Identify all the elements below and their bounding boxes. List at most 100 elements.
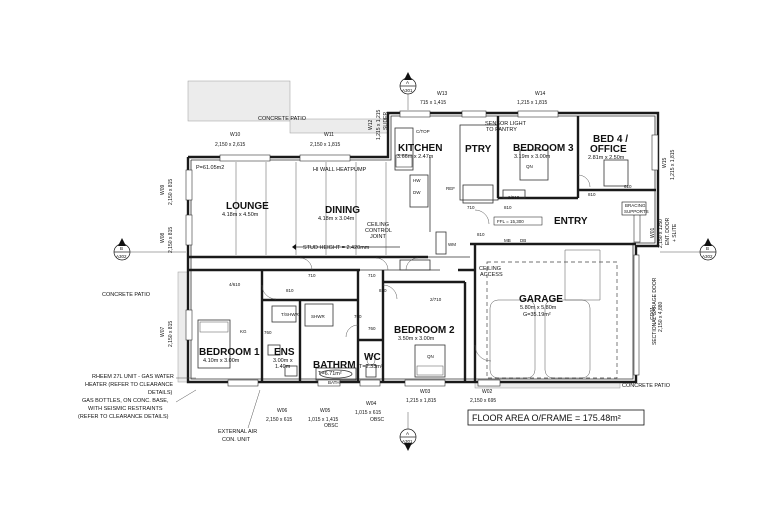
bed-tag-qn1: QN bbox=[526, 164, 533, 169]
window-w01-note-2: + SLITE bbox=[672, 223, 678, 242]
door-tag-4610: 4/610 bbox=[229, 282, 241, 287]
sensor-note-2: TO PANTRY bbox=[486, 127, 517, 133]
window-w11-size: 2,150 x 1,815 bbox=[310, 142, 341, 148]
window-w07-size: 2,150 x 815 bbox=[168, 321, 174, 347]
room-garage-area: G=35.19m² bbox=[523, 312, 551, 318]
garage-door-note: SECTIONAL GARAGE DOOR bbox=[652, 277, 658, 345]
heatpump-note: HI WALL HEATPUMP bbox=[313, 167, 367, 173]
window-w10-size: 2,150 x 2,615 bbox=[215, 142, 246, 148]
window-w15-id: W15 bbox=[662, 158, 668, 169]
concrete-patio-left-label: CONCRETE PATIO bbox=[102, 292, 151, 298]
bracing-label-2: SUPPORTS bbox=[624, 209, 649, 214]
window-w04-id: W04 bbox=[366, 401, 377, 407]
window-w15-size: 1,215 x 1,815 bbox=[670, 149, 676, 180]
window-w05-id: W05 bbox=[320, 408, 331, 414]
door-tag-2610: 2/610 bbox=[508, 195, 520, 200]
tag-tshwr: T/SHWR bbox=[281, 312, 299, 317]
window-w05-size: 1,015 x 1,415 bbox=[308, 417, 339, 423]
section-b-right-ref: A302 bbox=[702, 254, 713, 259]
gas-note-3: (REFER TO CLEARANCE DETAILS) bbox=[78, 414, 169, 420]
bracing-box bbox=[621, 201, 647, 216]
window-w06-id: W06 bbox=[277, 408, 288, 414]
tag-bath: BATH bbox=[328, 380, 340, 385]
stud-height-marker bbox=[292, 244, 400, 250]
section-a-bottom-ref: A301 bbox=[402, 439, 413, 444]
window-w09-id: W09 bbox=[160, 185, 166, 196]
ffl-box bbox=[493, 216, 543, 226]
concrete-patio-top bbox=[187, 80, 389, 134]
window-w12-group: W12 bbox=[368, 120, 374, 131]
room-garage-name: GARAGE bbox=[519, 294, 563, 305]
ceiling-access-note: CEILING bbox=[479, 266, 501, 272]
bracing-label: BRACING bbox=[625, 203, 646, 208]
tag-dw: DW bbox=[413, 190, 421, 195]
gas-note: GAS BOTTLES, ON CONC. BASE, bbox=[82, 398, 169, 404]
door-tag-810d: 810 bbox=[286, 288, 294, 293]
room-bathrm-dims: T=6.71m² bbox=[318, 371, 342, 377]
window-w01-group: W01 bbox=[650, 228, 656, 239]
room-garage-dims: 5.80m x 5.80m bbox=[520, 305, 557, 311]
room-bed4-name: BED 4 / bbox=[593, 134, 628, 145]
floor-hatching bbox=[235, 162, 387, 255]
door-tag-810c: 810 bbox=[477, 232, 485, 237]
garage-door-size: 2,150 x 4,880 bbox=[658, 301, 664, 332]
room-ptry-name: PTRY bbox=[465, 144, 492, 155]
garage-door-id: GD01 bbox=[650, 307, 656, 320]
aircon-leader bbox=[247, 389, 261, 429]
fixtures bbox=[197, 127, 629, 381]
room-bed4-dims: 2.81m x 2.50m bbox=[588, 155, 625, 161]
room-bedroom2-name: BEDROOM 2 bbox=[394, 325, 455, 336]
window-w01-note: ENT. DOOR bbox=[665, 217, 671, 245]
window-w09-size: 2,150 x 815 bbox=[168, 179, 174, 205]
tag-mb: MB bbox=[504, 238, 511, 243]
window-w14-size: 1,215 x 1,815 bbox=[517, 100, 548, 106]
concrete-patio-top-label: CONCRETE PATIO bbox=[258, 116, 307, 122]
lounge-area-note: P=61.05m2 bbox=[196, 165, 224, 171]
window-w04-size: 1,015 x 615 bbox=[355, 410, 381, 416]
floor-area-box bbox=[467, 409, 645, 426]
door-tag-810e: 810 bbox=[379, 288, 387, 293]
window-w03-size: 1,215 x 1,815 bbox=[406, 398, 437, 404]
window-w01-id: W01 bbox=[650, 228, 656, 239]
door-tag-710a: 710 bbox=[467, 205, 475, 210]
room-bedroom1-dims: 4.10m x 3.00m bbox=[203, 358, 240, 364]
tag-db: DB bbox=[520, 238, 526, 243]
door-tag-710b: 710 bbox=[308, 273, 316, 278]
window-w02-size: 2,150 x 695 bbox=[470, 398, 496, 404]
window-w12-note-group: SLIDER bbox=[383, 112, 389, 130]
window-w14-id: W14 bbox=[535, 91, 546, 97]
rheem-note-2: HEATER (REFER TO CLEARANCE bbox=[85, 382, 173, 388]
section-marker-b-left bbox=[113, 238, 186, 261]
ceiling-joint-note-3: JOINT bbox=[370, 234, 387, 240]
room-kitchen-name: KITCHEN bbox=[398, 143, 442, 154]
section-b-left-ref: A302 bbox=[116, 254, 127, 259]
room-bathrm-name: BATHRM bbox=[313, 360, 356, 371]
door-tag-760a: 760 bbox=[264, 330, 272, 335]
section-a-bottom-letter: A bbox=[406, 431, 409, 436]
door-tag-710c: 710 bbox=[368, 273, 376, 278]
window-w12-size-group: 1,215 x 1,215 bbox=[376, 109, 382, 140]
room-entry-name: ENTRY bbox=[554, 216, 588, 227]
window-w15-group: W15 1,215 x 1,815 bbox=[662, 149, 676, 180]
tag-shwr: SHWR bbox=[311, 314, 325, 319]
door-tag-810b: 810 bbox=[588, 192, 596, 197]
sensor-note: SENSOR LIGHT bbox=[485, 121, 527, 127]
gas-note-2: WITH SEISMIC RESTRAINTS bbox=[88, 406, 163, 412]
room-dining-dims: 4.18m x 3.04m bbox=[318, 216, 355, 222]
window-w05-note: OBSC bbox=[324, 423, 339, 429]
window-w11-id: W11 bbox=[324, 132, 334, 138]
room-bedroom3-dims: 3.19m x 3.00m bbox=[514, 154, 551, 160]
aircon-note: EXTERNAL AIR bbox=[218, 429, 257, 435]
tag-ctop: C/TOP bbox=[416, 129, 430, 134]
tag-wm: WM bbox=[448, 242, 456, 247]
window-w09-group: W09 2,150 x 815 bbox=[160, 179, 174, 205]
window-w12-id: W12 bbox=[368, 120, 374, 131]
window-w07-group: W07 2,150 x 815 bbox=[160, 321, 174, 347]
door-tag-610: 610 bbox=[624, 184, 632, 189]
door-swings bbox=[261, 174, 591, 362]
tag-hw: HW bbox=[413, 178, 421, 183]
window-w08-group: W08 2,150 x 815 bbox=[160, 227, 174, 253]
room-wc-dims: T=2.33m² bbox=[359, 364, 383, 370]
door-tag-810a: 810 bbox=[504, 205, 512, 210]
